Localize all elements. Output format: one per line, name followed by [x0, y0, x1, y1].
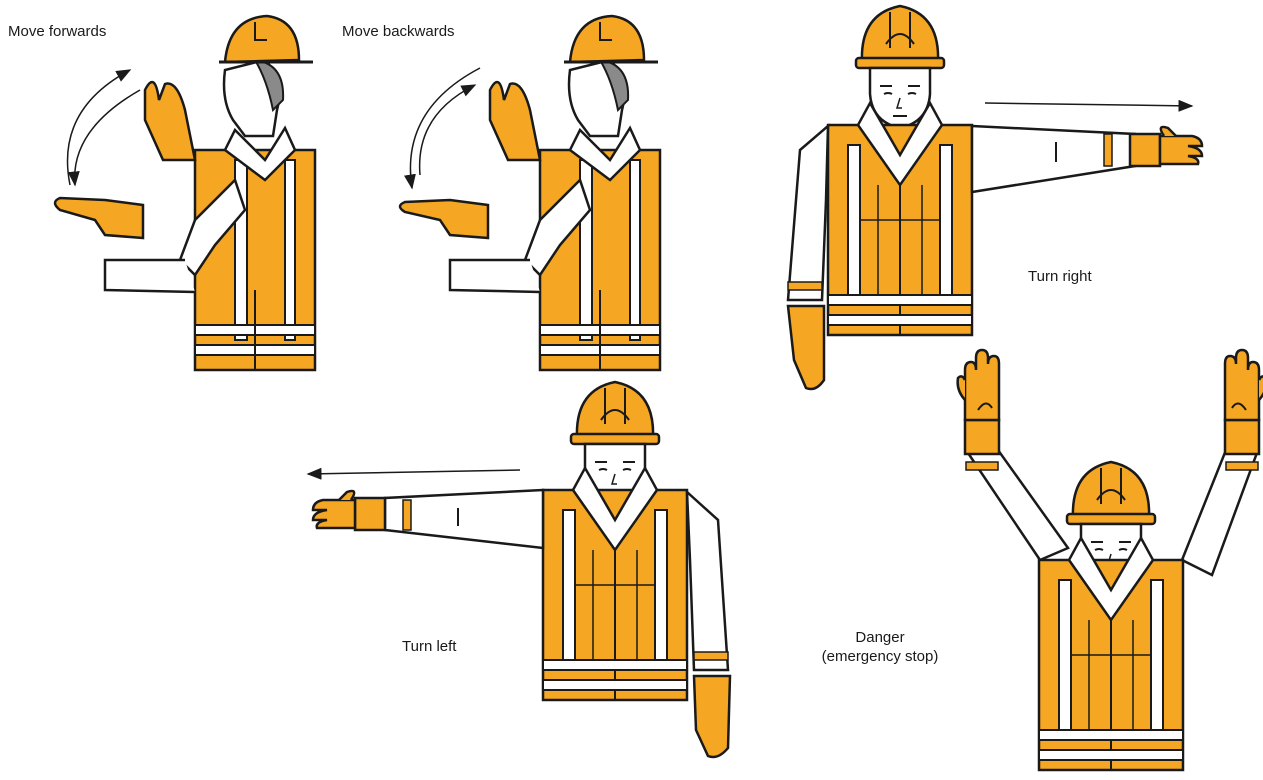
arrow-turn-left — [308, 470, 520, 474]
arrow-move-forwards-return — [75, 90, 140, 185]
arrow-turn-right — [985, 103, 1192, 106]
figure-move-forwards — [55, 16, 315, 370]
arrow-move-forwards — [68, 70, 131, 185]
figure-turn-left — [313, 382, 730, 757]
figure-danger — [958, 350, 1263, 770]
figure-turn-right — [788, 6, 1202, 389]
arrow-move-backwards-return — [420, 85, 475, 175]
arrow-move-backwards — [410, 68, 480, 188]
figure-move-backwards — [400, 16, 660, 370]
